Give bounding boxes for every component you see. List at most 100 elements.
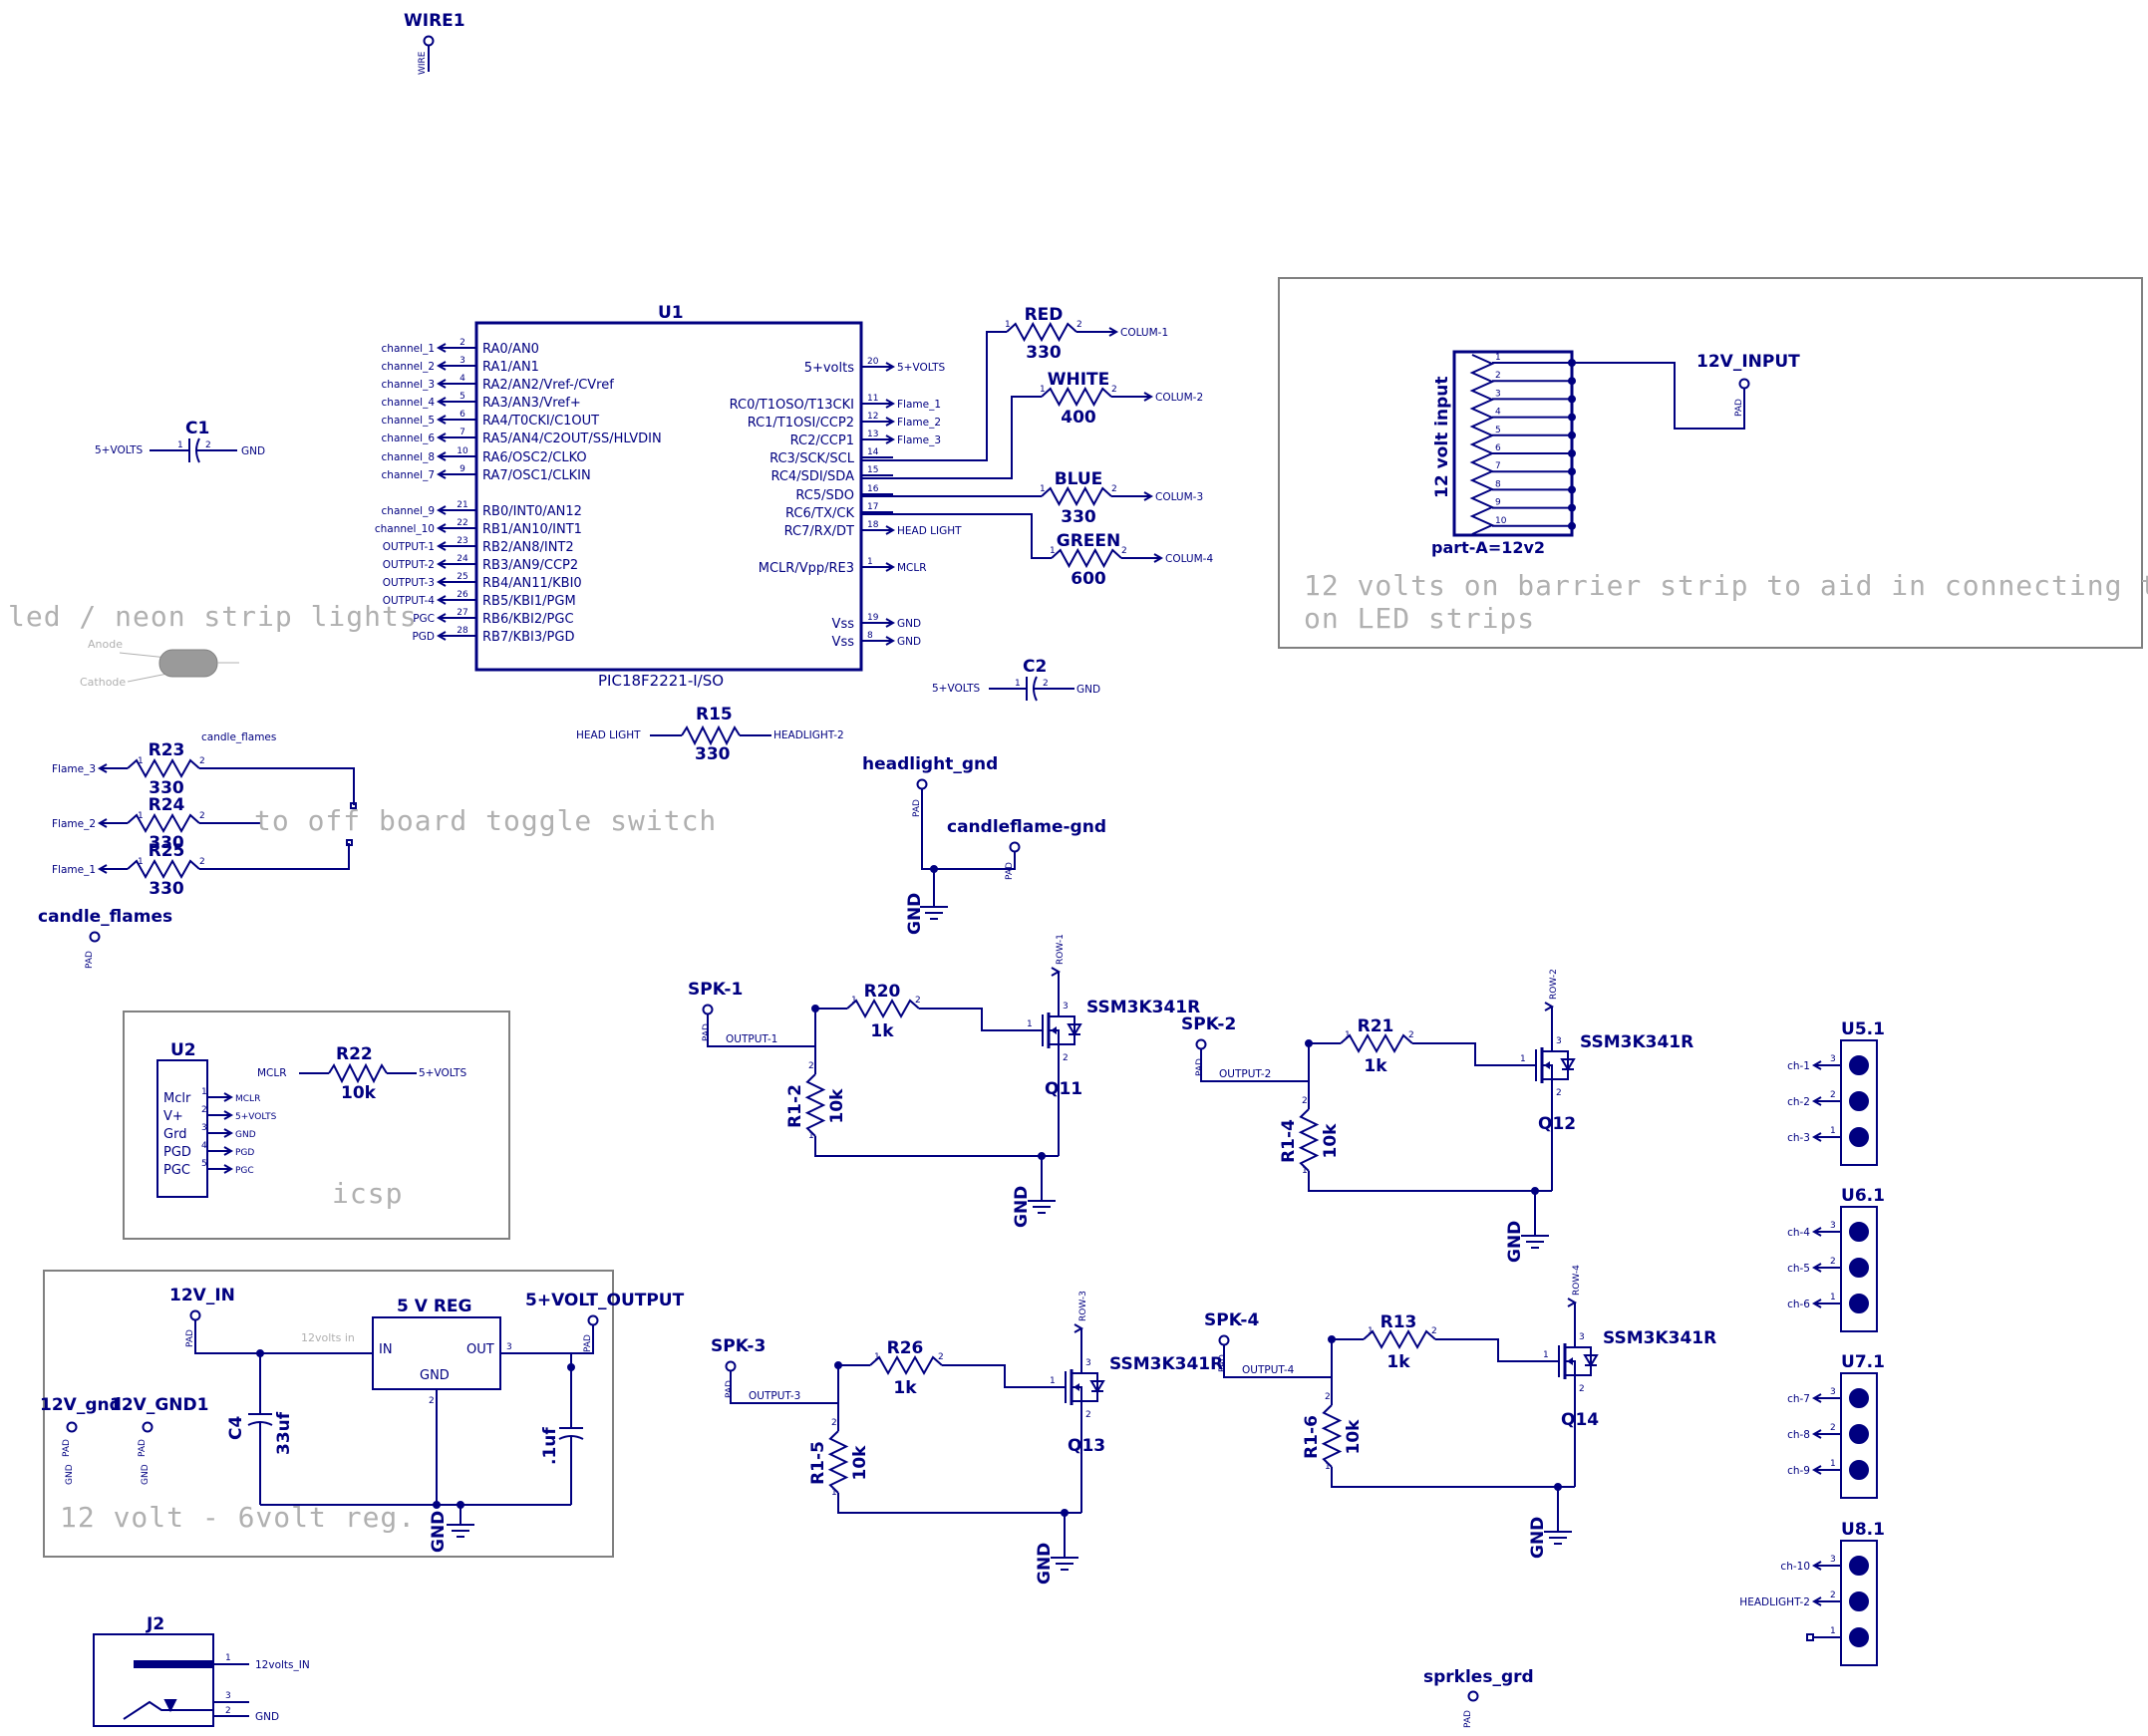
- arrow-icon: [436, 343, 447, 353]
- r22-ref: R22: [336, 1044, 373, 1064]
- barrier-connector-label: 12 volt input: [1432, 376, 1452, 498]
- arrow-icon: [1074, 1323, 1084, 1333]
- res-pin1: 1: [1050, 546, 1056, 556]
- arrow-icon: [885, 434, 896, 444]
- candleflame-pad-label: PAD: [1005, 862, 1015, 880]
- wire: [942, 1364, 1060, 1388]
- arrow-icon: [436, 379, 447, 389]
- arrow-icon: [223, 1110, 234, 1120]
- flame-net: Flame_2: [52, 818, 96, 830]
- barrier-pin-number: 5: [1495, 426, 1501, 435]
- wire: [1542, 1031, 1553, 1052]
- arrow-icon: [1811, 1263, 1822, 1273]
- res-pin2: 2: [808, 1061, 814, 1071]
- driver-pulldown-ref: R1-6: [1302, 1415, 1322, 1459]
- flame-res-value: 330: [149, 833, 184, 853]
- u1-pin-name: RA2/AN2/Vref-/CVref: [482, 378, 614, 393]
- res-pin1: 1: [874, 1352, 880, 1362]
- header-pin-icon: [1849, 1091, 1869, 1111]
- header-body: [1840, 1540, 1878, 1666]
- c1-ref: C1: [185, 419, 209, 438]
- res-pin1: 1: [831, 1488, 837, 1498]
- resistor-zigzag: [1363, 1328, 1436, 1350]
- column-res-net: COLUM-4: [1165, 553, 1213, 565]
- u1-pin-net: GND: [897, 618, 921, 630]
- u1-pin-number: 2: [460, 338, 465, 348]
- u1-left-pins: RA0/AN02channel_1RA1/AN13channel_2RA2/AN…: [375, 338, 662, 645]
- u1-pin-number: 15: [867, 465, 878, 475]
- flame-res-value: 330: [149, 879, 184, 899]
- u1-pin-number: 22: [457, 518, 467, 528]
- barrier-note-line2: on LED strips: [1304, 602, 1535, 635]
- wire: [1435, 1338, 1553, 1362]
- reg-pin2: 2: [429, 1396, 435, 1406]
- mosfet-arrow: [1567, 1357, 1573, 1365]
- icsp-pin-net: PGC: [235, 1166, 254, 1176]
- reg-in: IN: [379, 1342, 393, 1357]
- res-pin1: 1: [808, 1131, 814, 1141]
- arrow-icon: [223, 1128, 234, 1138]
- driver-pulldown-ref: R1-4: [1279, 1119, 1299, 1163]
- u1-pin-name: Vss: [832, 635, 855, 650]
- barrier-pin-number: 2: [1495, 371, 1501, 381]
- j2-net2: GND: [255, 1711, 279, 1723]
- header-pin-icon: [1849, 1460, 1869, 1480]
- driver-gnd-label: GND: [1012, 1186, 1032, 1228]
- mosfet-pin3: 3: [1063, 1002, 1069, 1012]
- u1-pin-number: 25: [457, 572, 467, 582]
- u1-pin-number: 26: [457, 590, 468, 600]
- arrow-icon: [436, 433, 447, 442]
- flames-note: to off board toggle switch: [254, 804, 717, 837]
- res-pin2: 2: [1408, 1030, 1414, 1040]
- u1-part: PIC18F2221-I/SO: [598, 672, 724, 690]
- u1-pin-name: RA1/AN1: [482, 360, 539, 375]
- driver-res-value: 1k: [893, 1378, 917, 1398]
- u1-pin-net: GND: [897, 636, 921, 648]
- driver-res-ref: R20: [864, 982, 901, 1002]
- c2-pin1: 1: [1015, 679, 1021, 689]
- led-note: led / neon strip lights Anode Cathode: [8, 600, 417, 689]
- arrow-icon: [885, 636, 896, 646]
- res-pin1: 1: [851, 996, 857, 1006]
- column-res-value: 330: [1026, 343, 1062, 363]
- wire1-component: WIRE1 WIRE: [404, 11, 465, 75]
- icsp-pin-number: 4: [201, 1141, 207, 1151]
- wire: [1412, 1042, 1530, 1066]
- column-res-value: 330: [1061, 507, 1096, 527]
- arrow-icon: [885, 362, 896, 372]
- u1-pin-net: channel_5: [382, 415, 435, 427]
- arrow-icon: [436, 469, 447, 479]
- resistor-zigzag: [1321, 1404, 1343, 1468]
- res-pin2: 2: [199, 756, 205, 766]
- resistor-zigzag: [1006, 321, 1077, 343]
- icsp-pin-number: 1: [201, 1087, 207, 1097]
- arrow-icon: [223, 1092, 234, 1102]
- header-pin-icon: [1849, 1055, 1869, 1075]
- resistor-zigzag: [804, 1073, 826, 1137]
- icsp-pin-net: MCLR: [235, 1094, 260, 1104]
- r15-net-left: HEAD LIGHT: [576, 729, 641, 741]
- pad-icon: [702, 1004, 714, 1015]
- u1-pin-number: 10: [457, 446, 468, 456]
- sprkles-ground-pad: sprkles_grd PAD: [1423, 1667, 1534, 1728]
- u1-pin-number: 6: [460, 410, 465, 420]
- res-pin1: 1: [1325, 1462, 1331, 1472]
- arrow-icon: [1811, 1393, 1822, 1403]
- u1-pin-number: 23: [457, 536, 467, 546]
- header-net: ch-2: [1787, 1096, 1810, 1108]
- c2-ref: C2: [1023, 657, 1047, 677]
- mosfet-pin2: 2: [1063, 1053, 1069, 1063]
- u1-pin-net: channel_10: [375, 523, 435, 535]
- u1-pin-net: channel_8: [382, 451, 435, 463]
- wire: [1308, 1171, 1552, 1192]
- column-res-ref: RED: [1025, 305, 1064, 325]
- u1-pin-net: channel_2: [382, 361, 435, 373]
- u1-pin-name: RA0/AN0: [482, 342, 539, 357]
- icsp-ref: U2: [170, 1040, 196, 1060]
